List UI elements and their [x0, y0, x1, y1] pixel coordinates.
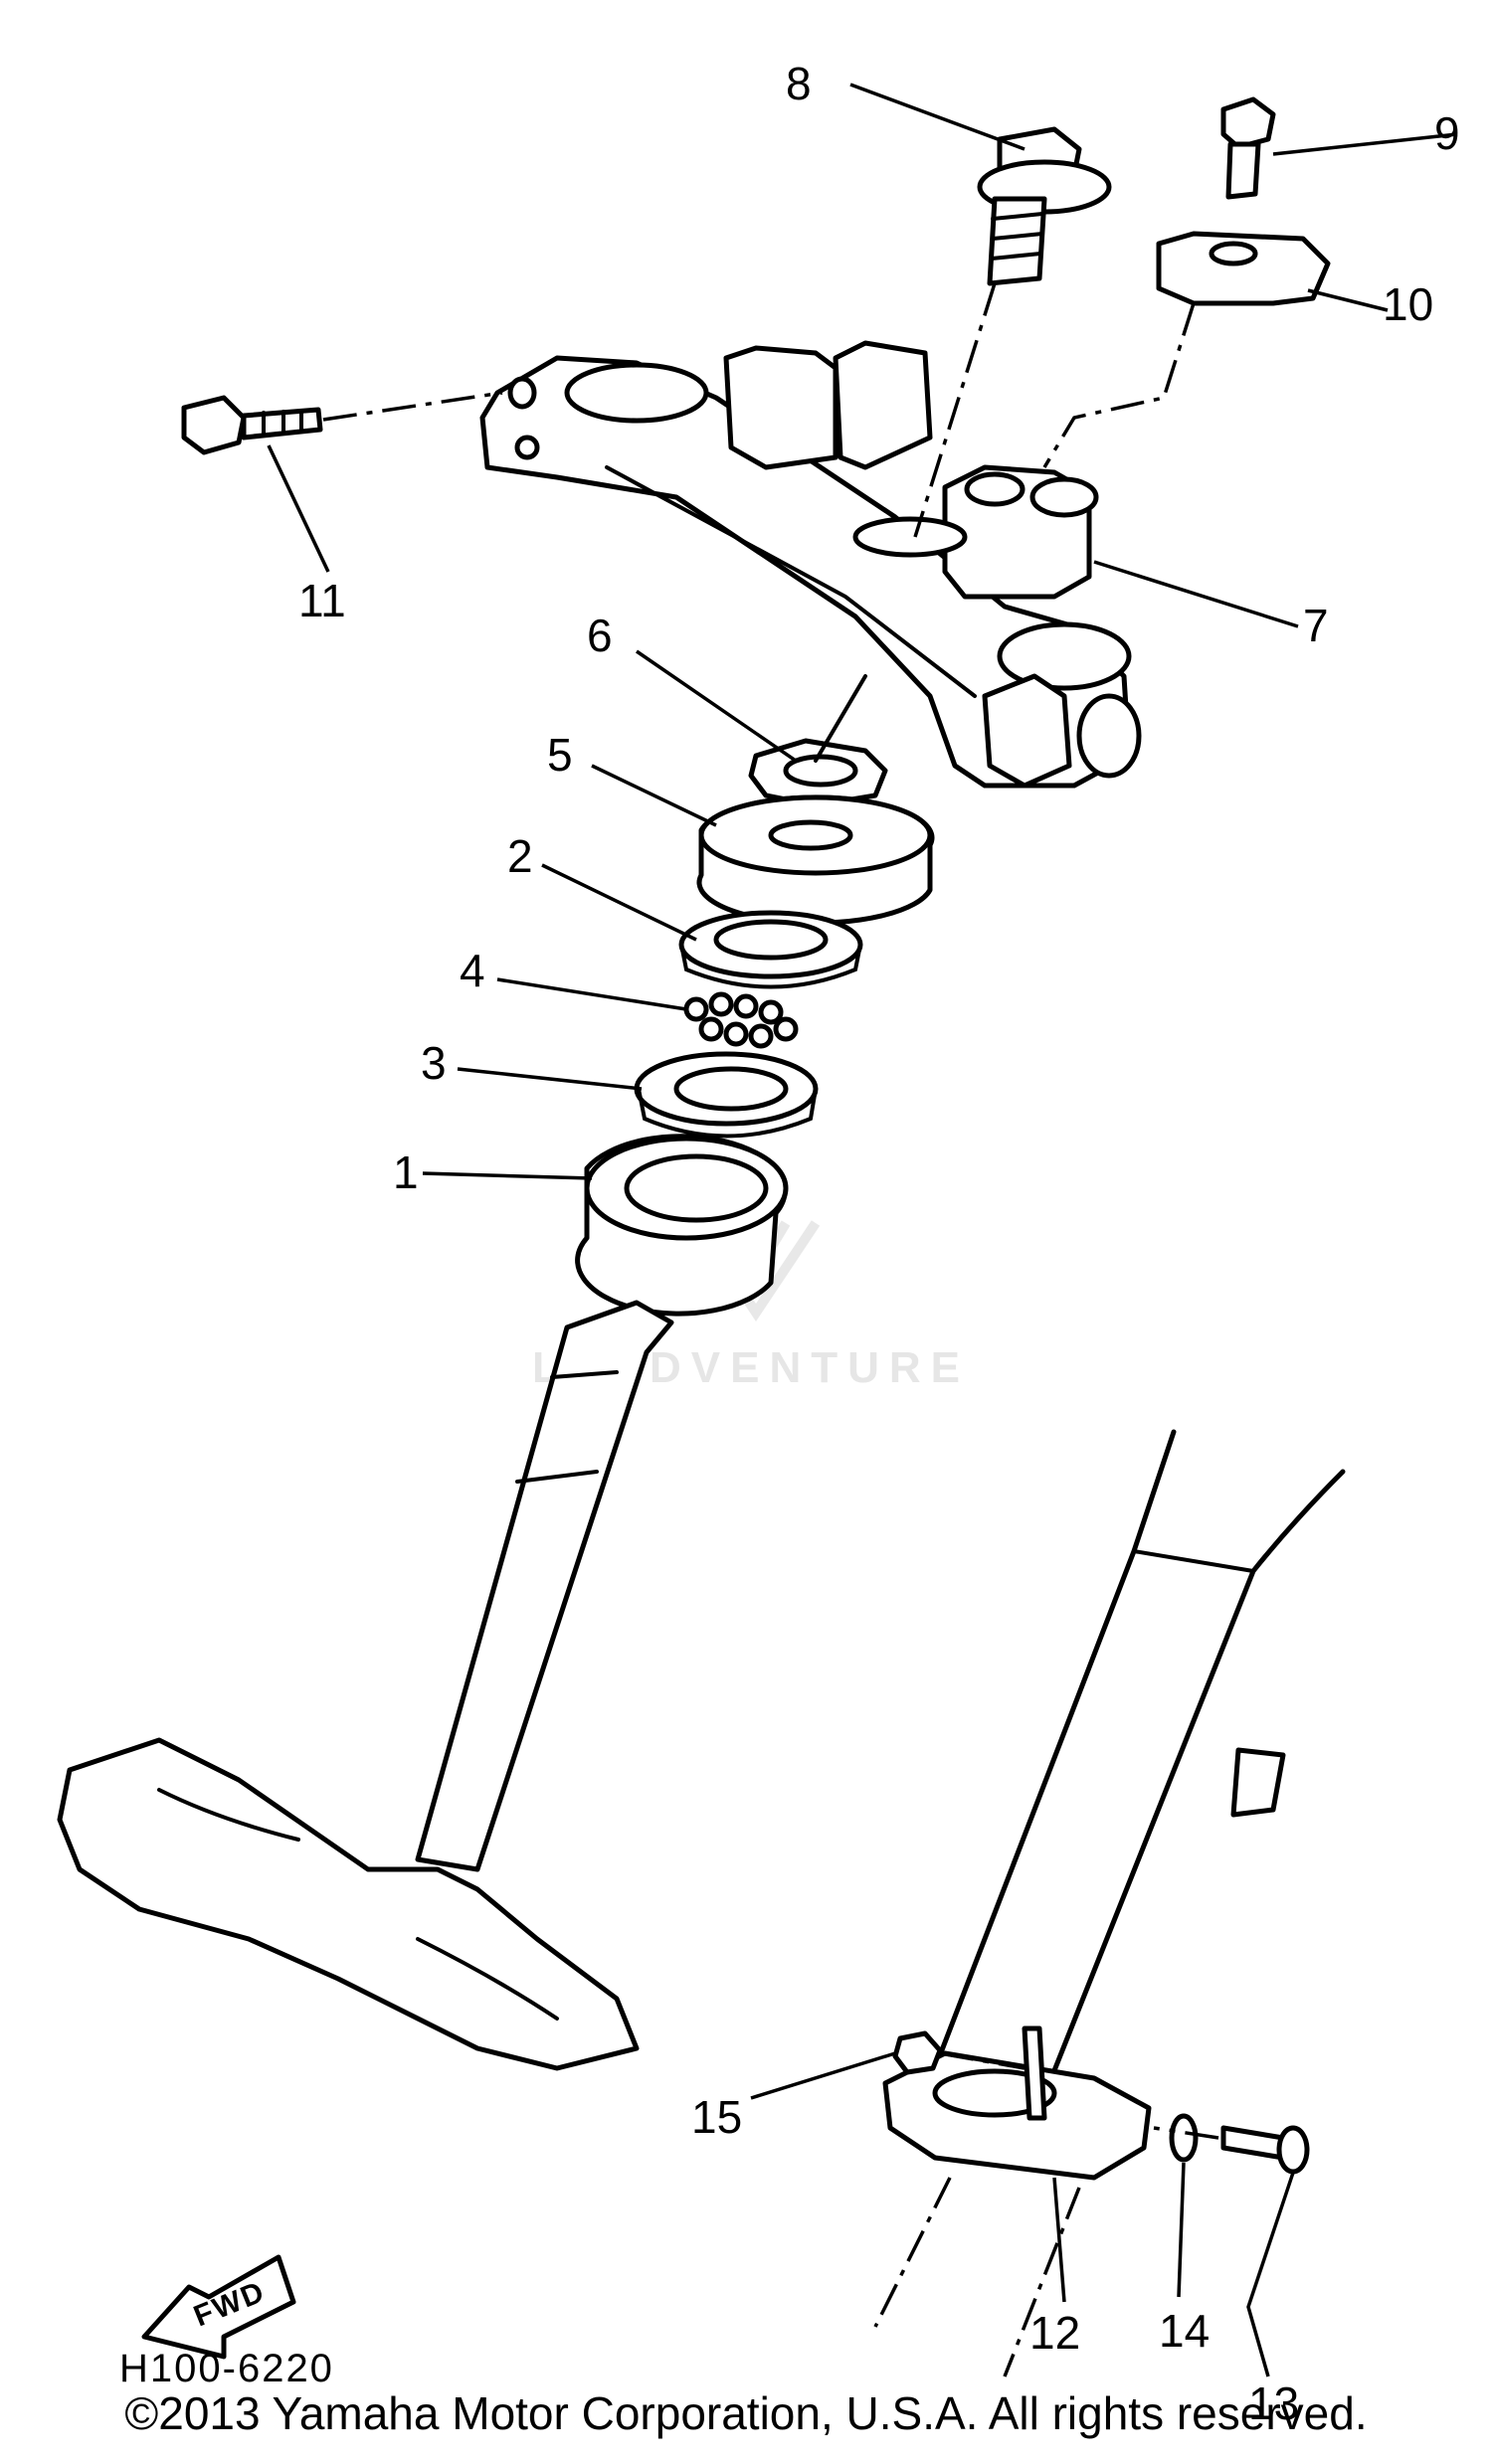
bearing-1	[575, 1134, 789, 1317]
bolt-8	[913, 126, 1112, 538]
upper-bracket	[479, 340, 1142, 789]
diagram-code: H100-6220	[119, 2347, 334, 2390]
nut-15	[892, 2030, 1026, 2075]
callout-4: 4	[460, 945, 485, 996]
bolt-11	[181, 391, 503, 455]
callout-numbers: 8 9 10 11 7 6 5 2 4 3 1 15 12 14 13	[298, 58, 1460, 2429]
callout-11: 11	[298, 575, 346, 626]
callout-15: 15	[691, 2091, 742, 2143]
fwd-arrow: FWD	[141, 2254, 296, 2360]
bolt-9	[1220, 96, 1276, 200]
callout-1: 1	[393, 1146, 419, 1198]
bearing-race-3	[634, 1051, 819, 1139]
callout-2: 2	[507, 830, 533, 882]
callout-9: 9	[1434, 107, 1460, 159]
leader-lines	[267, 83, 1458, 2377]
callout-8: 8	[786, 58, 812, 109]
callout-14: 14	[1159, 2305, 1210, 2357]
washer-5	[696, 794, 935, 926]
callout-6: 6	[587, 610, 613, 661]
washer-14	[1169, 2113, 1199, 2163]
callout-12: 12	[1029, 2307, 1080, 2359]
callout-5: 5	[547, 729, 573, 781]
fork-tube	[932, 1429, 1346, 2111]
bearing-race-2	[678, 910, 863, 989]
callout-10: 10	[1383, 278, 1433, 330]
ring-nut-6	[748, 674, 888, 808]
callout-7: 7	[1303, 600, 1329, 651]
copyright-notice: ©2013 Yamaha Motor Corporation, U.S.A. A…	[124, 2387, 1368, 2439]
callout-3: 3	[421, 1037, 447, 1089]
steering-stem	[57, 1300, 674, 2071]
clamp-12	[873, 2025, 1152, 2377]
bolt-13	[1153, 2125, 1310, 2175]
balls-4	[683, 991, 799, 1049]
clamp-10	[1042, 231, 1331, 468]
callout-13: 13	[1248, 2377, 1299, 2429]
